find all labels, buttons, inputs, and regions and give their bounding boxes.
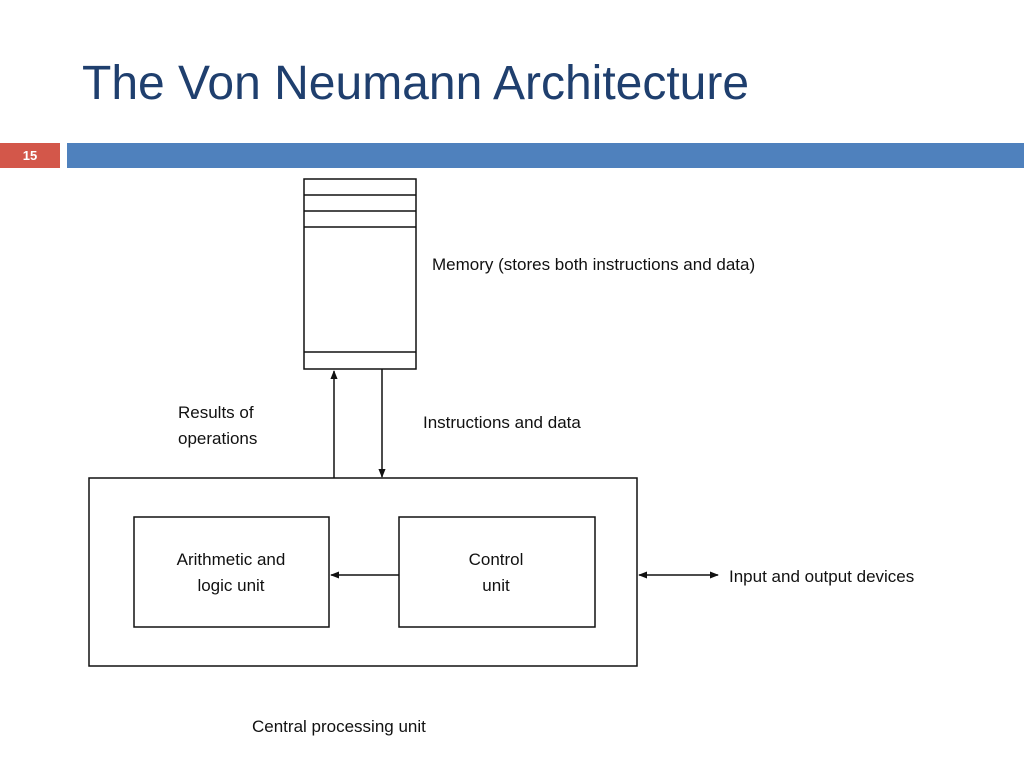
alu-label-line2: logic unit <box>197 576 264 595</box>
memory-block <box>303 178 417 370</box>
results-label-line2: operations <box>178 429 257 448</box>
results-label-line1: Results of <box>178 403 254 422</box>
control-label-line2: unit <box>482 576 510 595</box>
control-unit-box <box>398 516 596 628</box>
io-label: Input and output devices <box>729 567 914 586</box>
slide-title: The Von Neumann Architecture <box>82 57 750 110</box>
slide-number-badge: 15 <box>0 143 60 168</box>
alu-label-line1: Arithmetic and <box>177 550 286 569</box>
title-bar <box>67 143 1024 168</box>
cpu-label: Central processing unit <box>252 717 426 736</box>
control-label-line1: Control <box>469 550 524 569</box>
memory-label: Memory (stores both instructions and dat… <box>432 255 755 274</box>
alu-box <box>133 516 330 628</box>
cpu-box <box>88 477 638 667</box>
instructions-label: Instructions and data <box>423 413 581 432</box>
